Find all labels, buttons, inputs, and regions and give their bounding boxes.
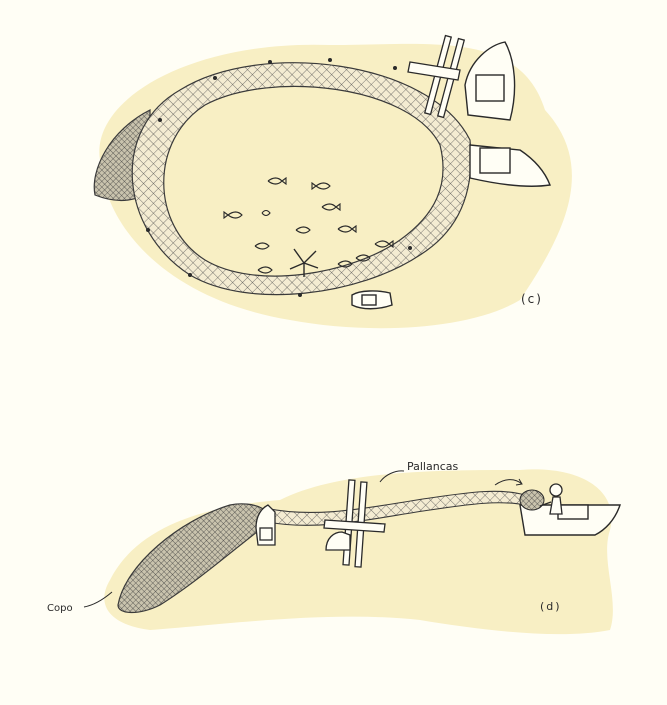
net-pile-icon bbox=[520, 490, 544, 510]
panel-c-label: (c) bbox=[521, 292, 543, 306]
pallancas-label: Pallancas bbox=[407, 460, 458, 473]
panel-d-label: (d) bbox=[540, 600, 562, 613]
boat-icon bbox=[352, 291, 392, 309]
copo-label: Copo bbox=[47, 603, 73, 614]
panel-c bbox=[94, 36, 572, 329]
